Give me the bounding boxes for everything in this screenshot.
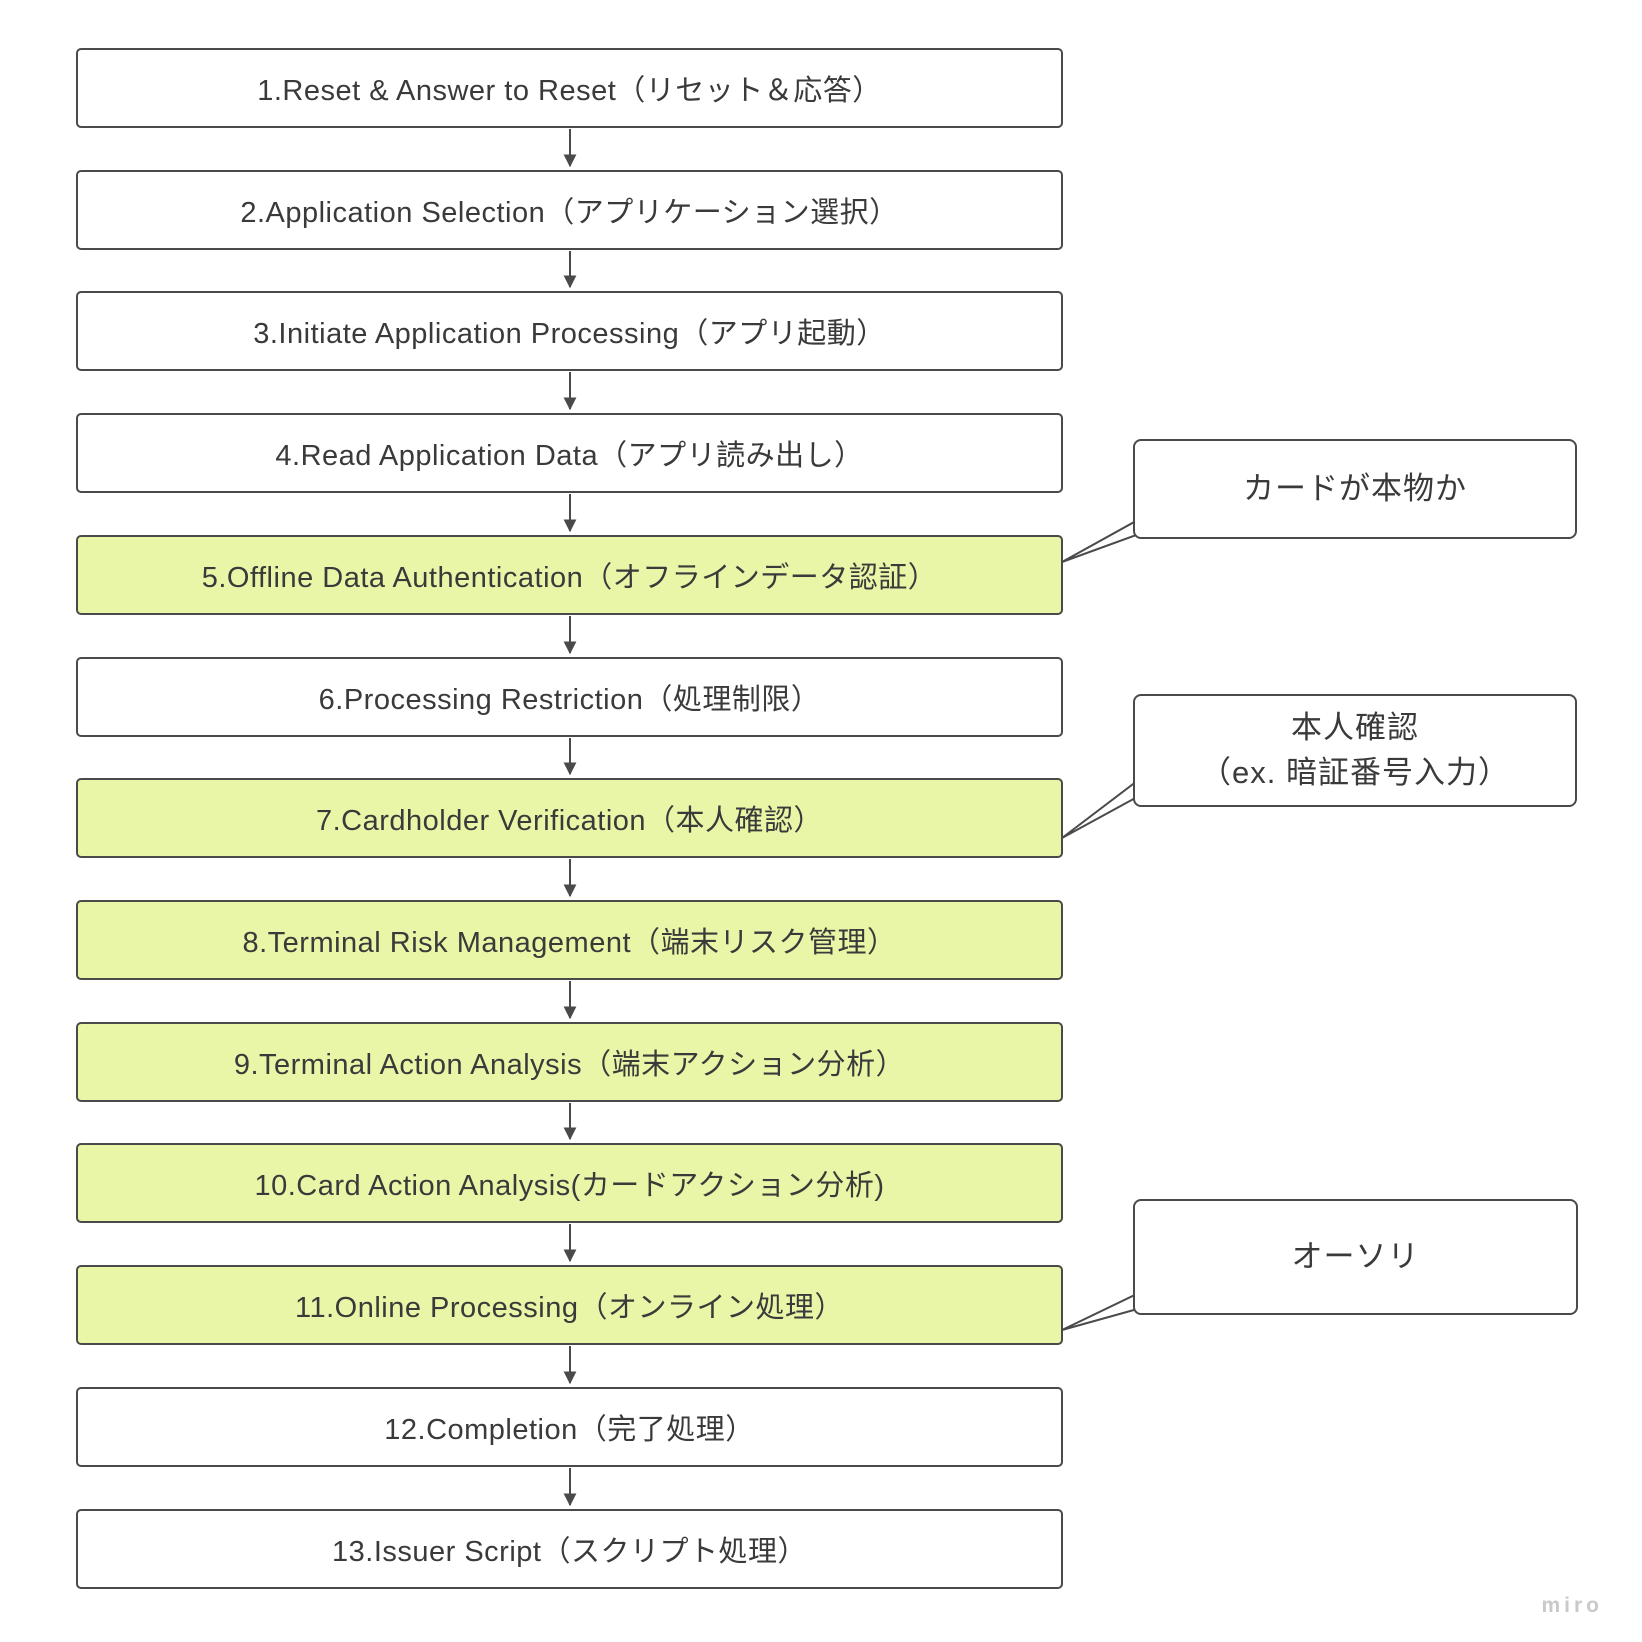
- callout-text-line: （ex. 暗証番号入力）: [1200, 754, 1510, 790]
- miro-watermark: miro: [1541, 1594, 1603, 1617]
- flow-step-11-online-processing[interactable]: 11.Online Processing（オンライン処理）: [76, 1265, 1063, 1345]
- flow-step-3-initiate-application-processing[interactable]: 3.Initiate Application Processing（アプリ起動）: [76, 291, 1063, 371]
- flow-step-5-offline-data-authentication[interactable]: 5.Offline Data Authentication（オフラインデータ認証…: [76, 535, 1063, 615]
- flow-step-2-application-selection[interactable]: 2.Application Selection（アプリケーション選択）: [76, 170, 1063, 250]
- flow-step-12-completion[interactable]: 12.Completion（完了処理）: [76, 1387, 1063, 1467]
- callout-card-authenticity[interactable]: カードが本物か: [1133, 439, 1577, 539]
- callout-text-line: オーソリ: [1291, 1238, 1420, 1274]
- callout-authorization-note[interactable]: オーソリ: [1133, 1199, 1578, 1315]
- callout-text-line: カードが本物か: [1243, 470, 1467, 506]
- flow-step-8-terminal-risk-management[interactable]: 8.Terminal Risk Management（端末リスク管理）: [76, 900, 1063, 980]
- flow-step-10-card-action-analysis[interactable]: 10.Card Action Analysis(カードアクション分析): [76, 1143, 1063, 1223]
- flow-step-1-reset-atr[interactable]: 1.Reset & Answer to Reset（リセット＆応答）: [76, 48, 1063, 128]
- flow-step-9-terminal-action-analysis[interactable]: 9.Terminal Action Analysis（端末アクション分析）: [76, 1022, 1063, 1102]
- flow-step-13-issuer-script[interactable]: 13.Issuer Script（スクリプト処理）: [76, 1509, 1063, 1589]
- callout-text-line: 本人確認: [1291, 709, 1419, 745]
- flow-step-6-processing-restriction[interactable]: 6.Processing Restriction（処理制限）: [76, 657, 1063, 737]
- flow-step-7-cardholder-verification[interactable]: 7.Cardholder Verification（本人確認）: [76, 778, 1063, 858]
- flow-step-4-read-application-data[interactable]: 4.Read Application Data（アプリ読み出し）: [76, 413, 1063, 493]
- callout-cardholder-verification-note[interactable]: 本人確認 （ex. 暗証番号入力）: [1133, 694, 1577, 807]
